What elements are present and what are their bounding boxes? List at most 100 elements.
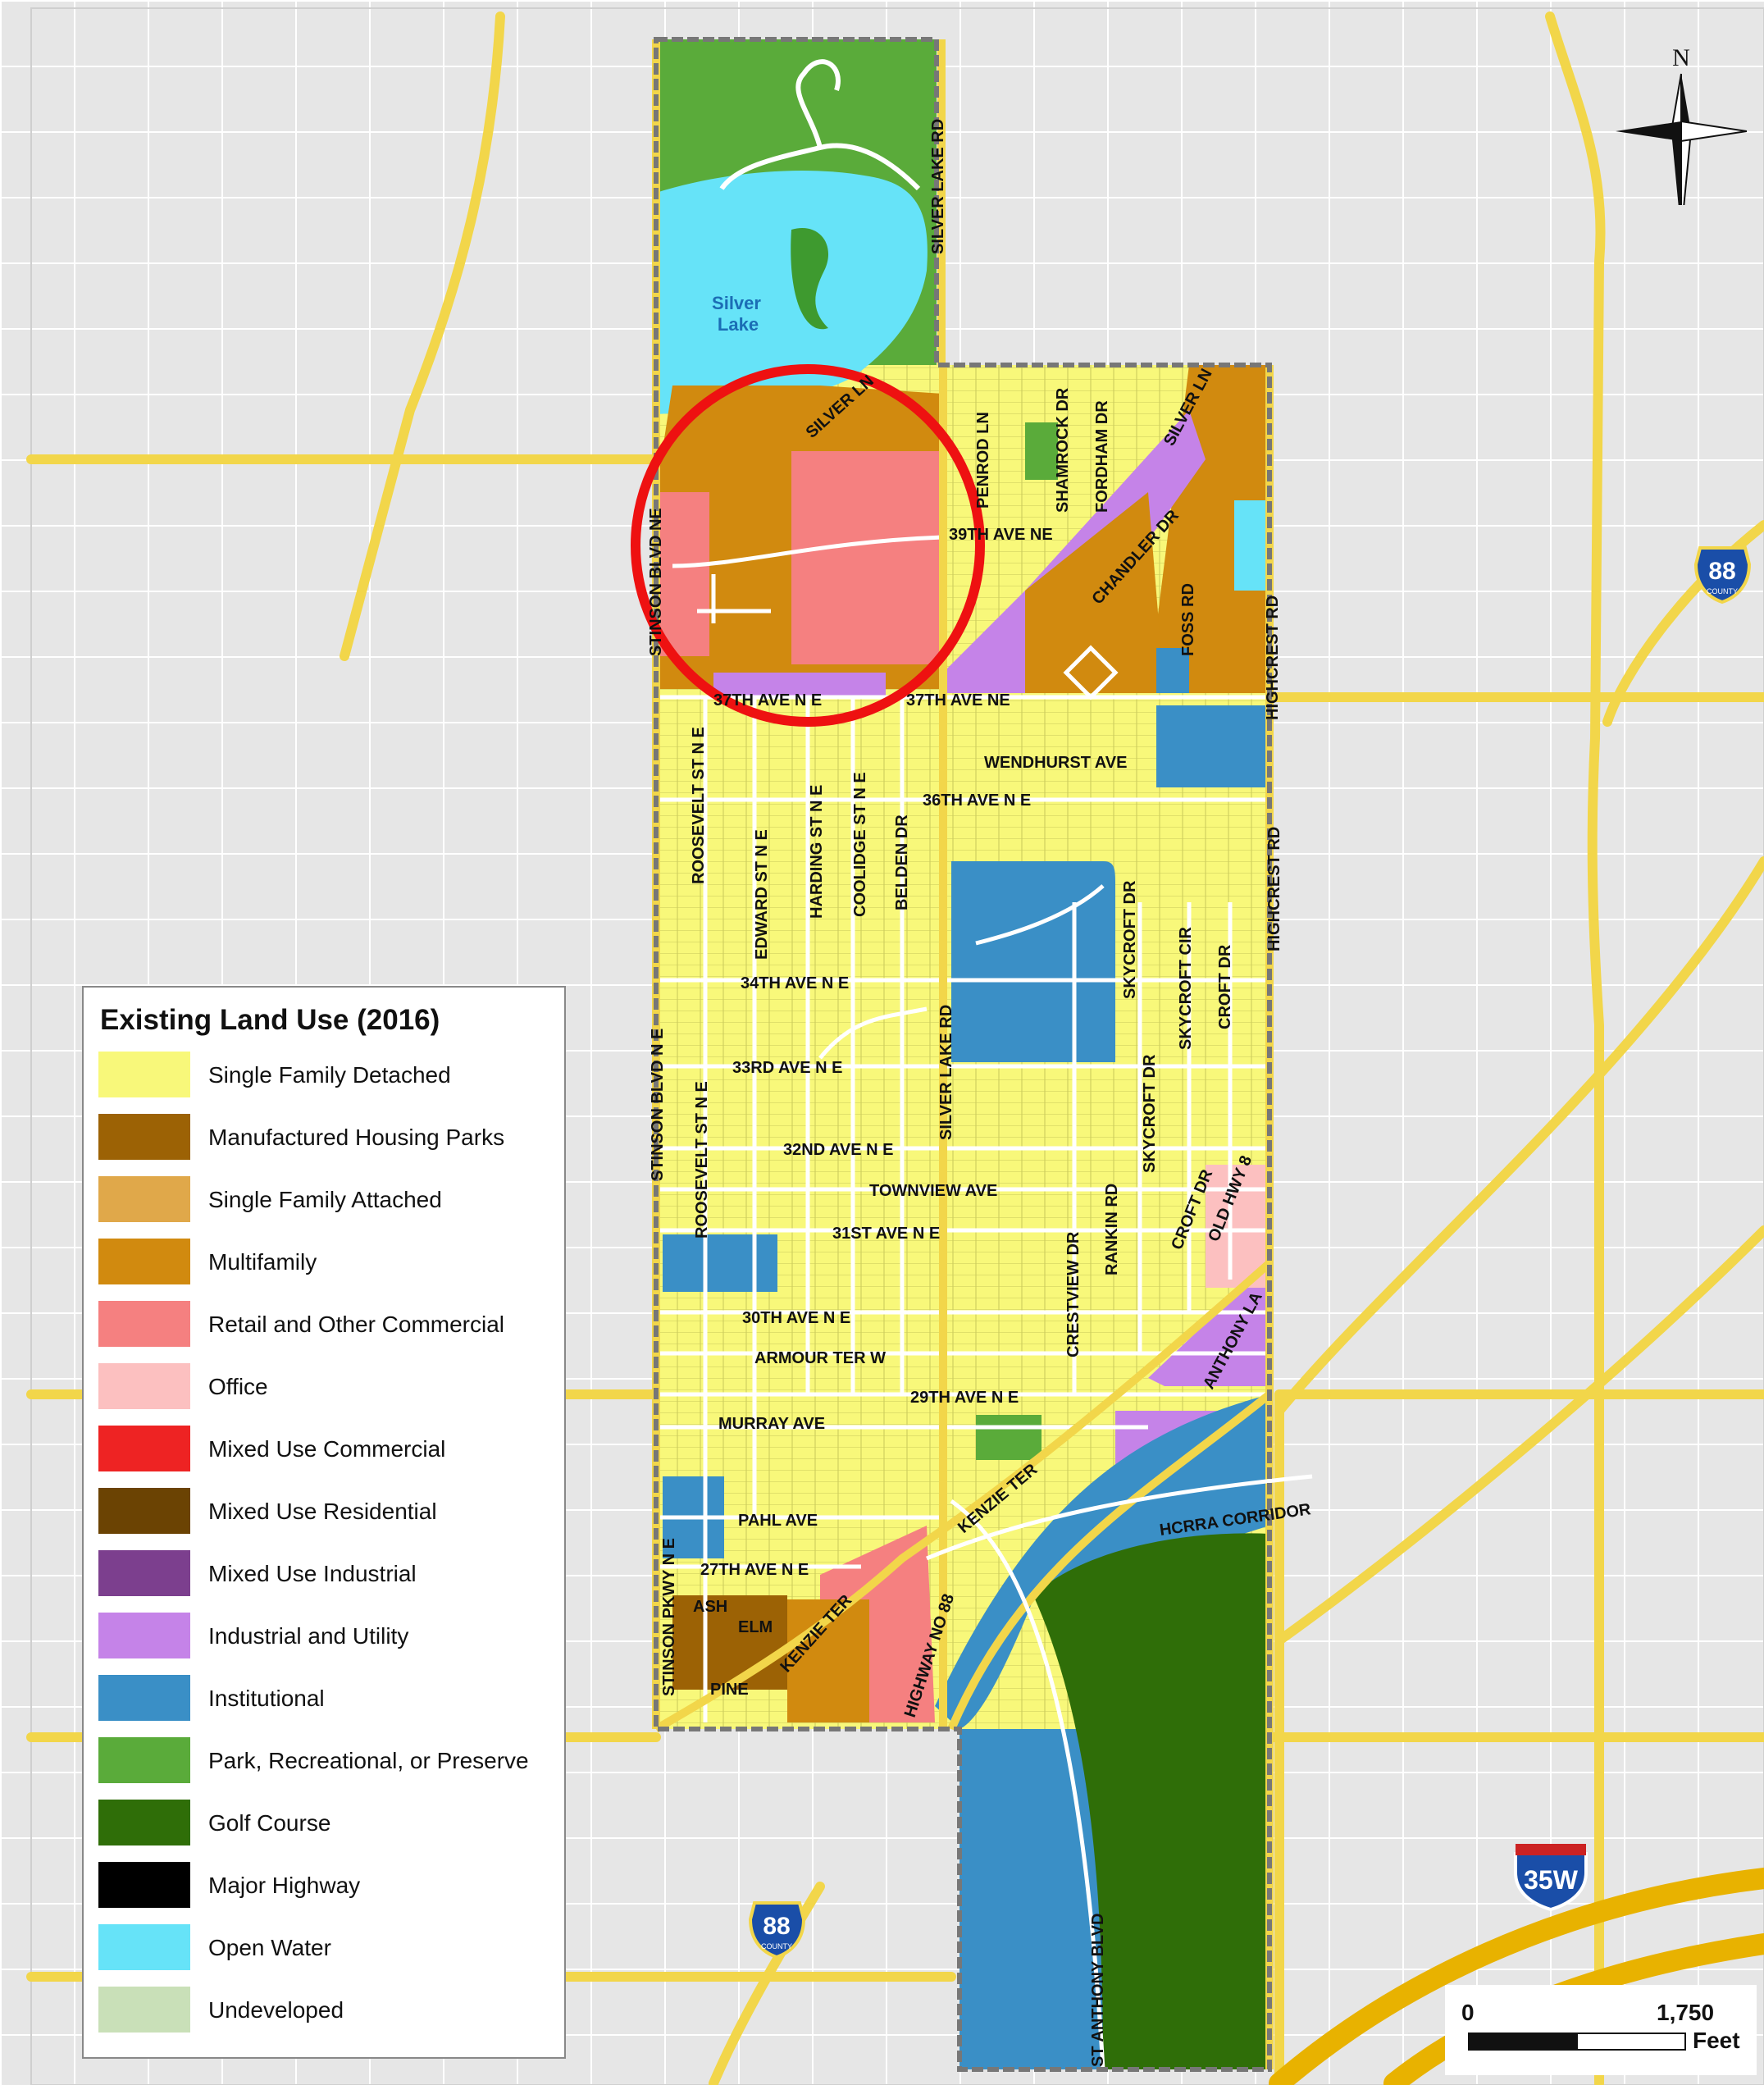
legend: Existing Land Use (2016) Single Family D… — [82, 986, 566, 2059]
legend-swatch — [98, 1301, 190, 1347]
legend-swatch — [98, 1800, 190, 1845]
legend-swatch — [98, 1239, 190, 1284]
legend-label: Mixed Use Commercial — [208, 1436, 446, 1462]
street-murray-ave: MURRAY AVE — [718, 1415, 825, 1433]
street-pine: PINE — [710, 1681, 749, 1699]
water-label-line-1: Silver — [712, 293, 761, 313]
water-label-line-2: Lake — [718, 314, 759, 335]
zone-industrial-37th — [713, 673, 886, 697]
legend-swatch — [98, 1488, 190, 1534]
zone-office-se — [1206, 1165, 1267, 1288]
legend-label: Park, Recreational, or Preserve — [208, 1748, 529, 1773]
legend-item: Mixed Use Residential — [98, 1488, 558, 1534]
scale-segment-black — [1468, 2033, 1576, 2051]
legend-swatch — [98, 1550, 190, 1596]
legend-item: Institutional — [98, 1675, 558, 1721]
scale-end: 1,750 — [1657, 2000, 1715, 2025]
street-stinson-blvd-south: STINSON BLVD N E — [649, 1029, 667, 1181]
street-shamrock-dr: SHAMROCK DR — [1054, 387, 1072, 513]
legend-item: Single Family Attached — [98, 1176, 558, 1222]
street-edward-st: EDWARD ST N E — [753, 829, 771, 960]
zone-multifamily-chandler — [1025, 492, 1165, 693]
interstate-35w-shield: 35W — [1514, 1844, 1588, 1912]
street-skycroft-dr-south: SKYCROFT DR — [1141, 1054, 1159, 1173]
legend-swatch — [98, 1363, 190, 1409]
zone-institutional-south — [935, 1394, 1269, 2069]
zone-multifamily-ne — [1148, 365, 1269, 693]
street-30th-ave: 30TH AVE N E — [742, 1309, 850, 1327]
legend-label: Golf Course — [208, 1810, 331, 1836]
zone-institutional-central — [951, 861, 1115, 1062]
legend-item: Major Highway — [98, 1862, 558, 1908]
svg-text:88: 88 — [1708, 558, 1735, 585]
street-harding-st: HARDING ST N E — [808, 785, 826, 919]
legend-swatch — [98, 1675, 190, 1721]
legend-swatch — [98, 1924, 190, 1970]
street-townview-ave: TOWNVIEW AVE — [869, 1182, 997, 1200]
scale-unit: Feet — [1693, 2028, 1740, 2053]
street-silver-lake-rd-north: SILVER LAKE RD — [929, 119, 947, 254]
street-wendhurst-ave: WENDHURST AVE — [984, 754, 1127, 772]
svg-text:COUNTY: COUNTY — [761, 1942, 792, 1950]
street-skycroft-cir: SKYCROFT CIR — [1177, 926, 1195, 1050]
street-coolidge-st: COOLIDGE ST N E — [851, 772, 869, 917]
legend-label: Major Highway — [208, 1873, 361, 1898]
park-trail — [719, 59, 921, 191]
legend-swatch — [98, 1862, 190, 1908]
legend-item: Office — [98, 1363, 558, 1409]
legend-item: Golf Course — [98, 1800, 558, 1845]
street-32nd-ave: 32ND AVE N E — [783, 1141, 893, 1159]
legend-item: Retail and Other Commercial — [98, 1301, 558, 1347]
street-31st-ave: 31ST AVE N E — [832, 1225, 940, 1243]
legend-item: Manufactured Housing Parks — [98, 1114, 558, 1160]
legend-label: Mixed Use Industrial — [208, 1561, 417, 1586]
silver-lake — [656, 170, 928, 414]
legend-item: Park, Recreational, or Preserve — [98, 1737, 558, 1783]
legend-item: Single Family Detached — [98, 1052, 558, 1097]
lake-island — [791, 228, 829, 330]
street-silver-lake-rd-south: SILVER LAKE RD — [937, 1005, 955, 1140]
svg-text:35W: 35W — [1524, 1865, 1579, 1895]
scale-segment-white — [1576, 2033, 1686, 2051]
county-88-shield-south: 88 COUNTY — [748, 1901, 806, 1960]
legend-label: Manufactured Housing Parks — [208, 1125, 505, 1150]
street-29th-ave: 29TH AVE N E — [910, 1389, 1019, 1407]
legend-label: Retail and Other Commercial — [208, 1312, 505, 1337]
street-37th-ave-west: 37TH AVE N E — [713, 691, 822, 709]
legend-item: Undeveloped — [98, 1987, 558, 2033]
legend-item: Mixed Use Commercial — [98, 1426, 558, 1471]
legend-label: Mixed Use Residential — [208, 1499, 437, 1524]
street-stinson-pkwy: STINSON PKWY N E — [660, 1538, 678, 1696]
street-34th-ave: 34TH AVE N E — [741, 974, 849, 992]
legend-swatch — [98, 1987, 190, 2033]
street-pahl-ave: PAHL AVE — [738, 1512, 818, 1530]
legend-item: Open Water — [98, 1924, 558, 1970]
local-roads — [672, 535, 1119, 1060]
street-belden-dr: BELDEN DR — [893, 814, 911, 910]
street-33rd-ave: 33RD AVE N E — [732, 1059, 842, 1077]
zone-manufactured-housing — [672, 1595, 787, 1690]
legend-label: Single Family Detached — [208, 1062, 451, 1088]
street-roosevelt-st-north: ROOSEVELT ST N E — [690, 727, 708, 884]
street-37th-ave-east: 37TH AVE NE — [906, 691, 1010, 709]
legend-label: Multifamily — [208, 1249, 317, 1275]
street-roosevelt-st-south: ROOSEVELT ST N E — [693, 1081, 711, 1239]
grid-streets — [656, 695, 1269, 1722]
legend-label: Institutional — [208, 1686, 325, 1711]
zone-retail-w — [660, 492, 709, 656]
street-highcrest-rd-south: HIGHCREST RD — [1265, 827, 1283, 951]
street-croft-dr-north: CROFT DR — [1216, 944, 1234, 1029]
svg-text:COUNTY: COUNTY — [1707, 587, 1738, 595]
zone-retail-nw — [791, 451, 947, 664]
zone-institutional-ne — [1156, 648, 1189, 693]
north-arrow: N — [1616, 41, 1748, 235]
legend-swatch — [98, 1426, 190, 1471]
street-elm: ELM — [738, 1618, 773, 1636]
street-rankin-rd: RANKIN RD — [1103, 1184, 1121, 1275]
street-stinson-blvd-north: STINSON BLVD NE — [647, 508, 665, 656]
highlight-circle — [631, 364, 985, 727]
street-highcrest-rd-north: HIGHCREST RD — [1264, 595, 1282, 720]
street-foss-rd: FOSS RD — [1179, 583, 1197, 656]
legend-label: Industrial and Utility — [208, 1623, 409, 1649]
